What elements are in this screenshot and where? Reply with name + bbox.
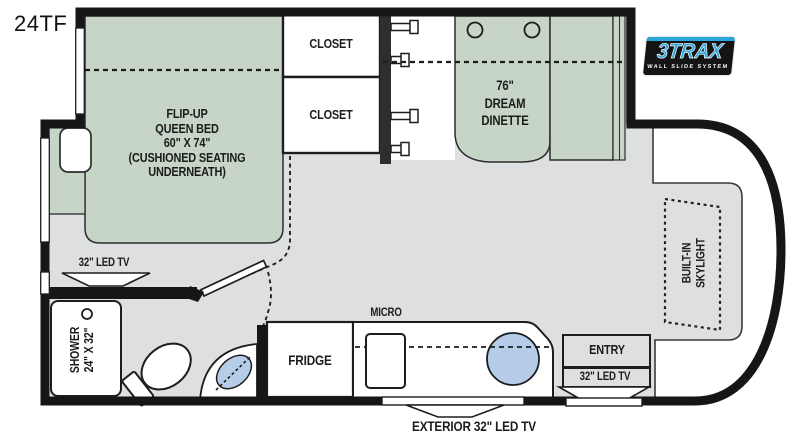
- shower-head-icon: [81, 308, 93, 320]
- exterior-tv-label: EXTERIOR 32" LED TV: [412, 417, 536, 434]
- bath-sink-dash: [215, 355, 252, 391]
- kitchen-sink: [486, 332, 540, 386]
- entry-label: ENTRY: [589, 341, 625, 357]
- skylight-region: [663, 197, 722, 332]
- micro-label: MICRO: [370, 306, 402, 319]
- fridge-label: FRIDGE: [288, 351, 332, 368]
- entry-tv-icon: [555, 386, 653, 407]
- bathroom-wall-stub: [257, 325, 267, 399]
- outer-wall: [40, 7, 786, 406]
- 3trax-logo: 3TRAX WALL SLIDE SYSTEM: [643, 37, 735, 75]
- skylight-label: BUILT-IN SKYLIGHT: [679, 238, 708, 288]
- shower-label: SHOWER 24" X 32": [68, 326, 96, 374]
- closet-bottom-label: CLOSET: [309, 106, 353, 122]
- closet-bottom-box: [281, 75, 382, 155]
- bedroom-window: [75, 27, 85, 115]
- pillow: [59, 127, 92, 173]
- entry-box: [562, 334, 651, 368]
- closet-top-box: [281, 10, 382, 79]
- bedroom-tv-label: 32" LED TV: [78, 256, 130, 269]
- left-window-upper: [40, 137, 50, 243]
- bathroom-wall-cap: [186, 286, 204, 302]
- dinette-bench-right: [549, 15, 614, 161]
- dinette-cupholder-right: [523, 21, 541, 39]
- 3trax-logo-name: 3TRAX: [655, 40, 724, 64]
- entry-tv-label: 32" LED TV: [579, 370, 631, 383]
- bed-label: FLIP-UP QUEEN BED 60" X 74" (CUSHIONED S…: [128, 105, 246, 179]
- bedroom-tv-icon: [61, 272, 151, 287]
- bathroom-wall: [41, 287, 197, 299]
- exterior-tv-icon: [381, 396, 525, 418]
- dinette-cupholder-left: [466, 21, 484, 39]
- dinette-label: 76" DREAM DINETTE: [481, 77, 529, 128]
- closet-top-label: CLOSET: [309, 35, 353, 51]
- queen-bed: [84, 15, 284, 244]
- model-label: 24TF: [14, 11, 68, 36]
- slide-gap: [380, 16, 455, 160]
- door-swing-dash-upper: [212, 156, 291, 291]
- door-swing-dash-lower: [262, 271, 272, 327]
- 3trax-logo-tagline: WALL SLIDE SYSTEM: [646, 64, 729, 70]
- slide-rails: [380, 14, 419, 164]
- left-window-lower: [40, 271, 50, 295]
- microwave: [365, 333, 406, 389]
- shower-pan: [50, 300, 122, 397]
